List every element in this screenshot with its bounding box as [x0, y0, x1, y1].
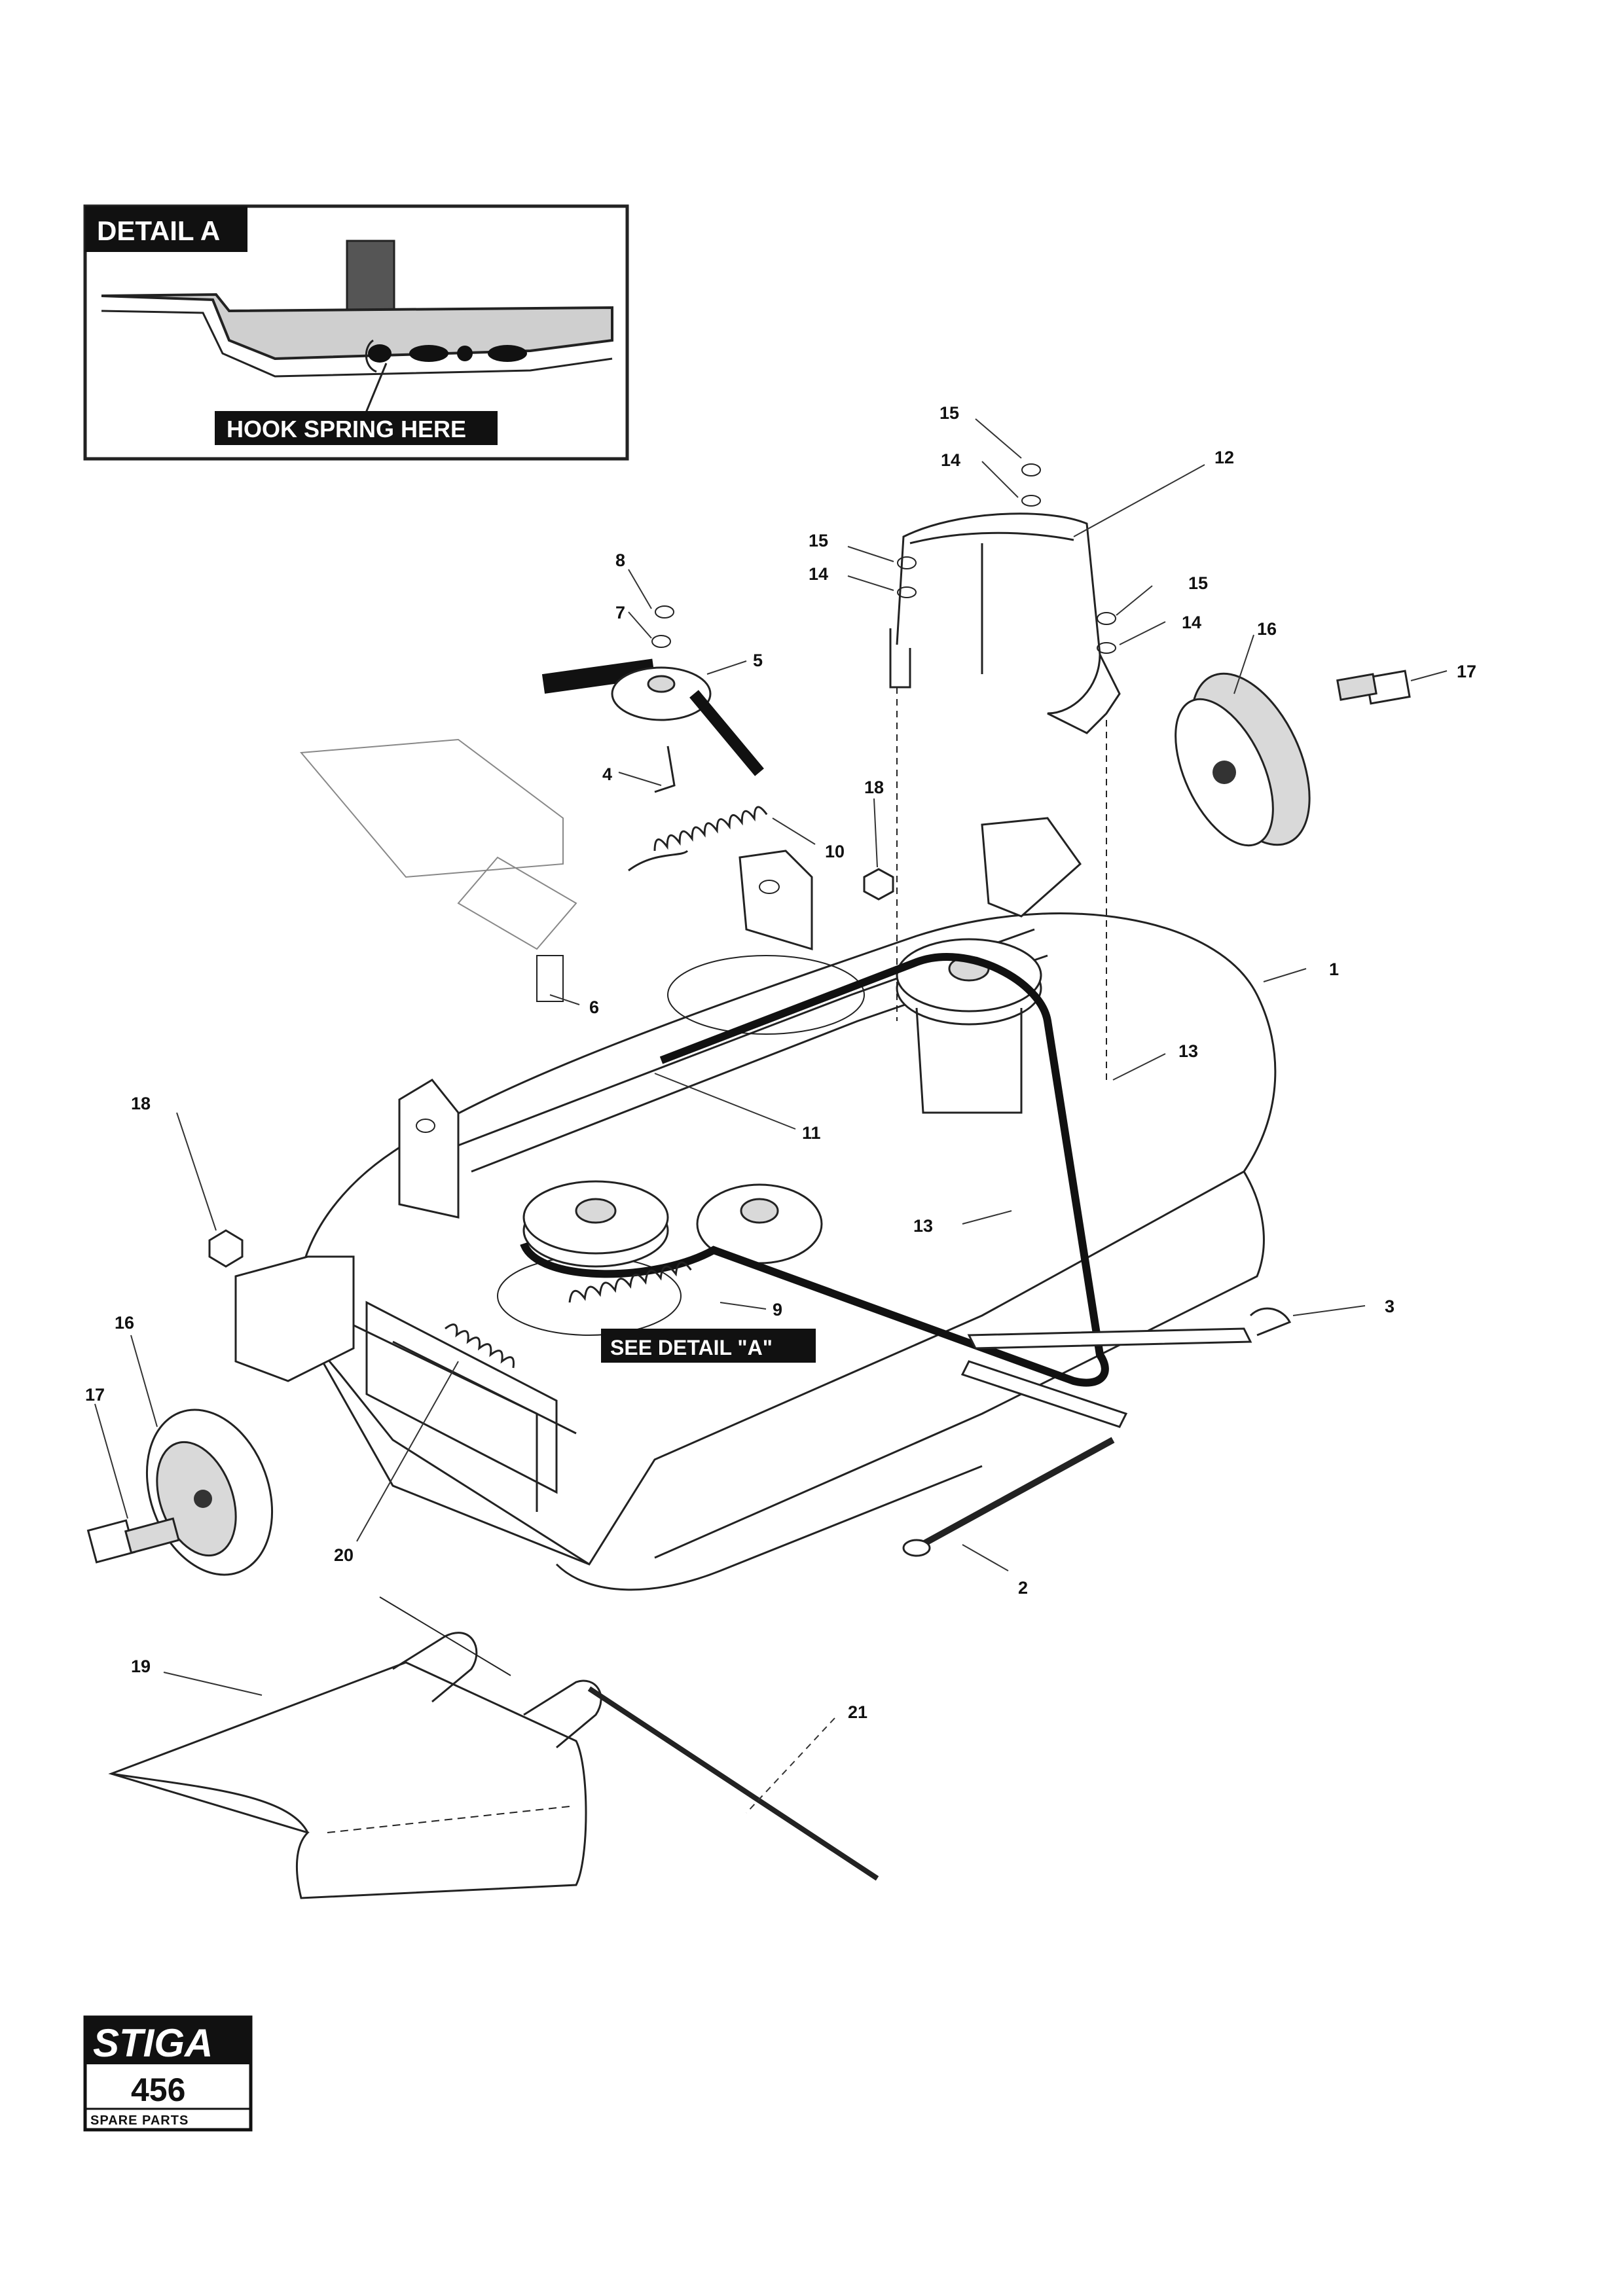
part-label-10: 10 [825, 842, 845, 861]
wheel-16-lower [145, 1408, 274, 1576]
rod-21 [587, 1686, 879, 1881]
spindle-pulley-left [522, 1180, 669, 1268]
hook-spring-callout: HOOK SPRING HERE [227, 416, 466, 442]
hitch-pin-2 [902, 1437, 1115, 1557]
part-label-12: 12 [1214, 448, 1234, 467]
part-label-13a: 13 [1178, 1041, 1198, 1061]
idler-pulley-center [696, 1183, 823, 1265]
part-label-5: 5 [753, 651, 763, 670]
logo-model: 456 [131, 2072, 185, 2108]
lift-bracket-front [398, 1079, 460, 1219]
deflector-19 [108, 1596, 602, 1899]
part-label-14b: 14 [809, 564, 828, 584]
logo-brand: STIGA [93, 2021, 213, 2065]
drive-belt [520, 953, 1109, 1387]
part-label-13b: 13 [913, 1216, 933, 1236]
part-label-7: 7 [615, 603, 625, 622]
detail-a-title: DETAIL A [97, 215, 220, 246]
part-label-11: 11 [802, 1123, 821, 1143]
part-label-14a: 14 [941, 450, 960, 470]
see-detail-banner: SEE DETAIL "A" [601, 1329, 816, 1363]
part-label-2: 2 [1018, 1578, 1028, 1598]
bolt-17-upper [1336, 670, 1411, 705]
part-label-21: 21 [848, 1702, 867, 1722]
part-label-6: 6 [589, 997, 599, 1017]
logo-subtitle: SPARE PARTS [90, 2113, 189, 2128]
part-label-18b: 18 [131, 1094, 151, 1113]
spring-20 [445, 1323, 515, 1369]
detail-a-box: DETAIL A HOOK SPRING HERE [83, 204, 629, 461]
deck-bracket-ghost [299, 738, 577, 1002]
part-label-20: 20 [334, 1545, 354, 1565]
part-label-17b: 17 [85, 1385, 105, 1405]
part-label-15b: 15 [809, 531, 828, 550]
part-number-labels: 15 14 12 15 14 15 14 16 17 8 7 5 4 10 18… [85, 403, 1476, 1722]
leader-lines [94, 418, 1448, 1814]
stiga-logo: STIGA 456 SPARE PARTS [83, 2015, 253, 2132]
part-label-19: 19 [131, 1657, 151, 1676]
part-label-3: 3 [1385, 1297, 1395, 1316]
spring-9 [568, 1261, 692, 1303]
part-label-17a: 17 [1457, 662, 1476, 681]
part-label-15c: 15 [1188, 573, 1208, 593]
belt-guard-12 [889, 512, 1121, 1080]
part-label-16b: 16 [115, 1313, 134, 1333]
part-label-14c: 14 [1182, 613, 1201, 632]
spring-10 [628, 806, 768, 872]
wheel-bracket-left [234, 1255, 355, 1382]
part-label-1: 1 [1329, 960, 1339, 979]
wheel-16-upper [1175, 672, 1311, 847]
clip-3 [1249, 1307, 1292, 1336]
part-label-18a: 18 [864, 778, 884, 797]
link-arm-front [960, 1327, 1252, 1428]
hardware-14-15 [897, 463, 1116, 654]
part-label-16a: 16 [1257, 619, 1277, 639]
idler-arm-assembly [541, 605, 764, 793]
bolt-17-lower [86, 1517, 180, 1564]
part-label-8: 8 [615, 550, 625, 570]
nut-18-upper [863, 868, 894, 901]
part-label-15a: 15 [939, 403, 959, 423]
part-label-9: 9 [773, 1300, 782, 1319]
part-label-4: 4 [602, 764, 612, 784]
nut-18-left [208, 1229, 244, 1268]
wheel-bracket-right [981, 817, 1082, 918]
lift-bracket-rear [739, 850, 813, 951]
see-detail-label: SEE DETAIL "A" [610, 1336, 773, 1359]
